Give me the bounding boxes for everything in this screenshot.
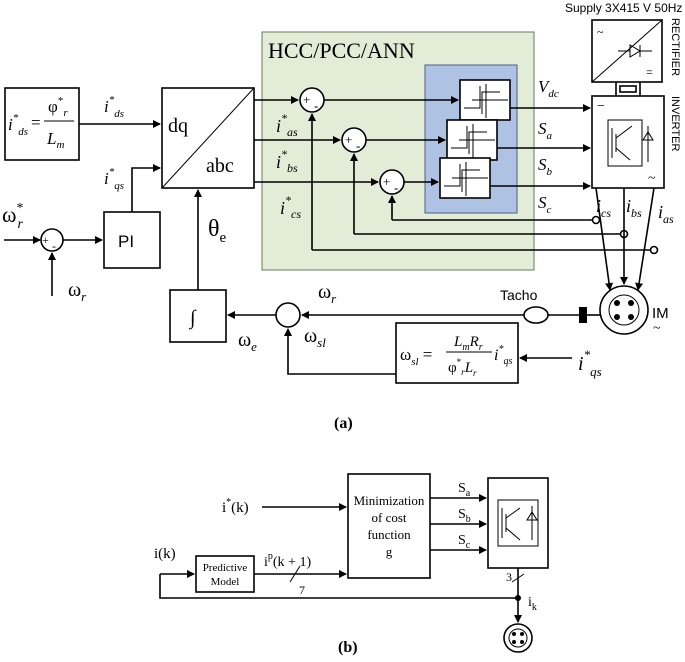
sb-b-label: Sb (458, 507, 471, 525)
svg-text:ωsl =: ωsl = (400, 345, 432, 368)
svg-text:~: ~ (648, 171, 656, 186)
svg-text:~: ~ (597, 25, 604, 39)
inverter-label: INVERTER (669, 96, 681, 151)
dq-label: dq (168, 115, 188, 137)
svg-text:-: - (314, 98, 318, 113)
rectifier-label: RECTIFIER (669, 18, 681, 76)
flux-reference-block (4, 87, 80, 161)
error-junction-b: + - (341, 127, 367, 153)
integrator-block (169, 289, 227, 343)
svg-text:-: - (356, 138, 360, 153)
motor-b (503, 623, 533, 653)
hysteresis-comparator-b (446, 119, 498, 161)
svg-text:+: + (303, 92, 310, 107)
sc-b-label: Sc (458, 533, 471, 551)
vdc-label: Vdc (538, 77, 559, 100)
svg-text:Predictive: Predictive (203, 562, 248, 574)
svg-text:LmRr: LmRr (453, 334, 483, 353)
meas-input-label: i(k) (154, 546, 176, 562)
inverter-b-block (487, 477, 549, 569)
theta-label: θe (208, 216, 227, 246)
svg-text:-: - (52, 239, 56, 253)
ik-label: ik (528, 595, 537, 613)
slip-sum-junction (275, 302, 301, 328)
iqs-input-label: i*qs (578, 347, 602, 379)
phase-count-label: 3 (506, 570, 512, 584)
svg-text:+: + (42, 233, 49, 247)
svg-text:function: function (367, 527, 411, 542)
svg-text:Minimization: Minimization (354, 493, 425, 508)
pi-label: PI (118, 232, 134, 251)
svg-text:~: ~ (653, 321, 661, 336)
prediction-label: ip(k + 1) (264, 551, 311, 570)
ref-input-label: i*(k) (222, 497, 249, 516)
hcc-title: HCC/PCC/ANN (268, 38, 415, 63)
hysteresis-comparator-a (459, 79, 511, 121)
tacho-label: Tacho (500, 287, 538, 303)
svg-text:φ*rLr: φ*rLr (448, 357, 477, 378)
supply-label: Supply 3X415 V 50Hz (565, 1, 682, 15)
svg-text:+: + (345, 132, 352, 147)
abc-label: abc (206, 155, 234, 177)
sa-b-label: Sa (458, 481, 471, 499)
svg-text:−: − (597, 99, 605, 114)
slip-calculation-block (395, 322, 519, 384)
ias-label: ias (658, 202, 674, 226)
ibs-label: ibs (626, 196, 642, 220)
iqs-signal-label: i*qs (104, 166, 124, 192)
cost-function-block (347, 473, 431, 579)
error-junction-c: + - (379, 169, 405, 195)
we-label: ωe (238, 329, 257, 354)
wsl-label: ωsl (304, 325, 326, 350)
integrator-label: ∫ (188, 307, 197, 330)
rectifier-block: ~ = (591, 19, 663, 83)
inverter-block: − ~ (591, 95, 665, 189)
motor-label: IM (652, 305, 669, 322)
caption-a: (a) (334, 415, 353, 432)
speed-feedback-label: ωr (68, 279, 87, 304)
svg-text:=: = (31, 113, 41, 132)
bus-count-label: 7 (299, 583, 305, 597)
svg-text:=: = (646, 65, 653, 79)
sa-label: Sa (538, 119, 553, 142)
svg-text:g: g (386, 544, 393, 559)
induction-motor (599, 285, 649, 335)
wr-feedback-label: ωr (318, 281, 337, 306)
ids-signal-label: i*ds (104, 94, 124, 120)
sc-label: Sc (538, 193, 552, 216)
tacho-sensor (523, 306, 549, 324)
caption-b: (b) (338, 639, 358, 656)
sb-label: Sb (538, 155, 553, 178)
hysteresis-comparator-c (439, 157, 491, 199)
svg-text:+: + (383, 174, 390, 189)
svg-text:Model: Model (211, 576, 240, 588)
speed-reference-label: ω*r (2, 201, 23, 232)
svg-text:-: - (394, 180, 398, 195)
error-junction-a: + - (299, 87, 325, 113)
pi-controller-block (103, 211, 161, 269)
svg-text:of cost: of cost (371, 510, 406, 525)
